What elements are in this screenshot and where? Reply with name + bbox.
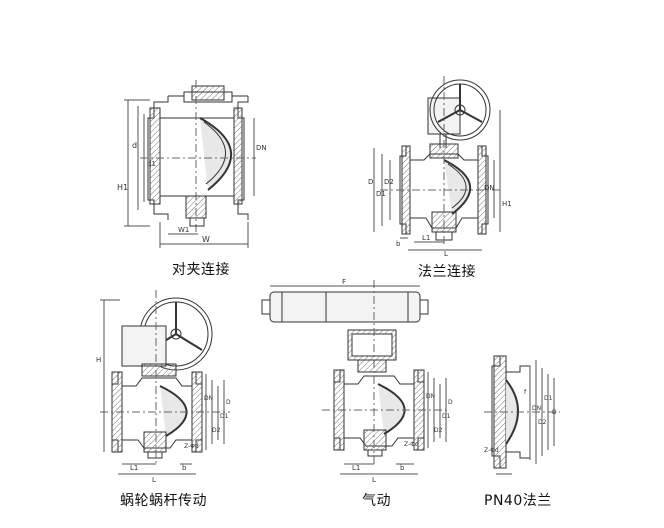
caption-flange-connection: 法兰连接 — [418, 264, 476, 280]
pn40-dim-dn: DN — [532, 405, 541, 412]
pn40-dim-f: f — [524, 389, 527, 396]
worm-gear-drawing — [100, 290, 230, 475]
wafer-connection-drawing — [124, 80, 256, 248]
flange-dim-d: D — [368, 178, 373, 186]
wafer-dim-d1: d1 — [147, 160, 156, 168]
pneumatic-drawing — [261, 280, 450, 475]
caption-pneumatic: 气动 — [362, 493, 391, 509]
pneu-dim-d2: D2 — [434, 427, 443, 434]
pneu-dim-dn: DN — [426, 393, 435, 400]
wafer-dimension-labels: d d1 DN H1 W1 W — [117, 141, 267, 244]
pneu-dim-d0: D — [448, 399, 453, 406]
worm-dim-d2: D2 — [212, 427, 221, 434]
flange-dim-l: L — [444, 250, 448, 258]
flange-dimension-labels: D D1 D2 DN H1 L L1 b — [368, 178, 512, 258]
worm-dim-l: L — [152, 476, 156, 484]
pn40-dim-z: Z-Φd — [484, 447, 499, 454]
pn40-flange-drawing — [484, 355, 560, 475]
flange-dim-l1: L1 — [422, 234, 430, 242]
caption-pn40-flange: PN40法兰 — [484, 493, 552, 509]
worm-dim-b: b — [182, 464, 187, 472]
caption-worm-gear-drive: 蜗轮蜗杆传动 — [120, 493, 207, 509]
pneu-dim-d1: D1 — [442, 413, 451, 420]
worm-dim-d0: D — [226, 399, 231, 406]
wafer-dim-w: W — [202, 235, 210, 244]
pn40-dim-d2: D2 — [538, 419, 547, 426]
worm-dimension-labels: H L1 L b Z-Φd D D1 D2 DN — [96, 356, 231, 484]
flange-dim-h1: H1 — [502, 200, 512, 208]
pneumatic-dimension-labels: F L1 L b Z-Φd D D1 D2 DN — [342, 278, 453, 484]
worm-dim-d1: D1 — [220, 413, 229, 420]
wafer-dim-w1: W1 — [178, 226, 189, 234]
pn40-dim-d: D — [552, 409, 557, 416]
worm-dim-l1: L1 — [130, 464, 138, 472]
wafer-dim-d: d — [132, 141, 137, 150]
pneu-dim-f: F — [342, 278, 346, 286]
worm-dim-h: H — [96, 356, 101, 364]
flange-dim-dn: DN — [484, 184, 495, 192]
pneu-dim-z: Z-Φd — [404, 441, 419, 448]
flange-dim-d2: D2 — [384, 178, 394, 186]
flange-dim-d1: D1 — [376, 190, 386, 198]
pneu-dim-b: b — [400, 464, 405, 472]
pn40-dim-d1: D1 — [544, 395, 553, 402]
worm-dim-dn: DN — [204, 395, 213, 402]
pneu-dim-l1: L1 — [352, 464, 360, 472]
pneu-dim-l: L — [372, 476, 376, 484]
wafer-dim-dn: DN — [256, 144, 267, 152]
flange-connection-drawing — [373, 76, 501, 251]
pn40-dimension-labels: f DN D2 D1 D Z-Φd — [484, 389, 557, 454]
worm-dim-z: Z-Φd — [184, 443, 199, 450]
wafer-dim-h1: H1 — [117, 183, 128, 192]
flange-dim-b: b — [396, 240, 401, 248]
caption-wafer-connection: 对夹连接 — [172, 262, 230, 278]
